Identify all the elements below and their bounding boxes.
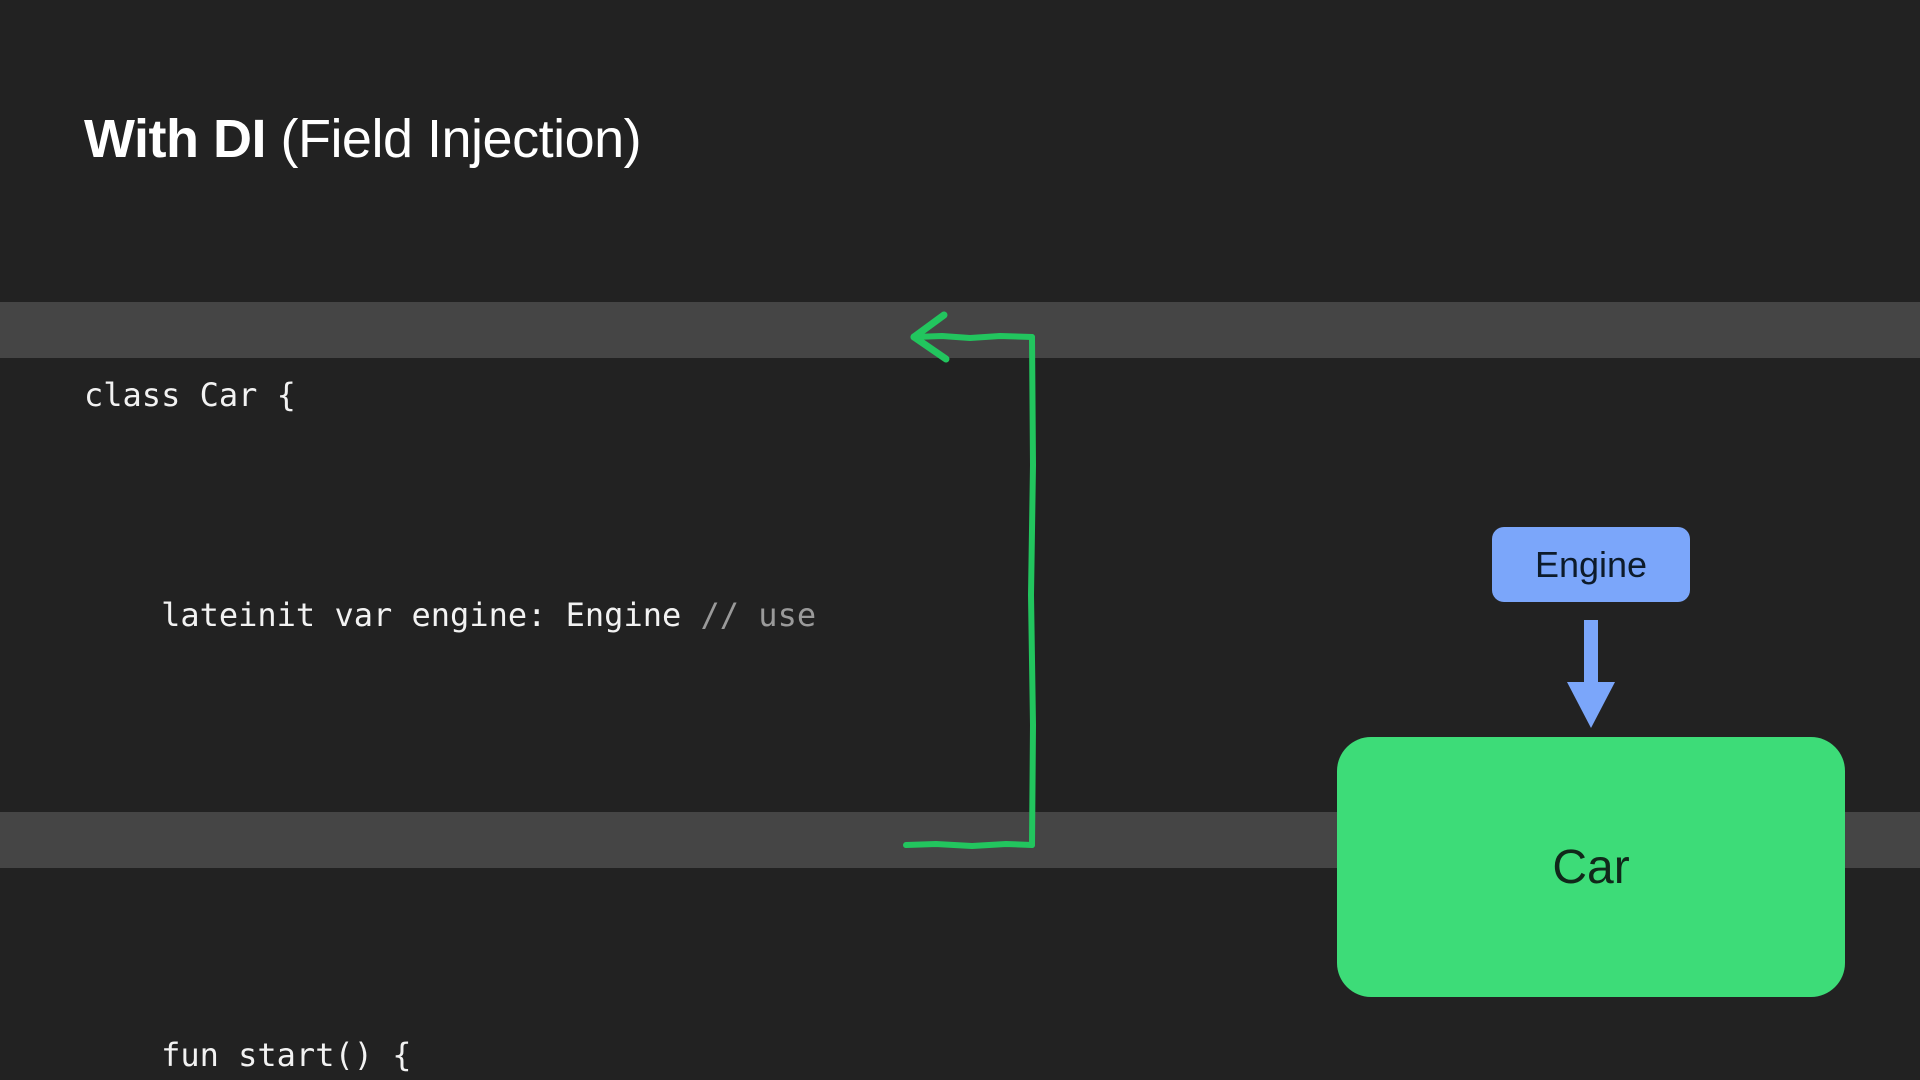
page-title-strong: With DI (84, 109, 266, 169)
code-indent (84, 596, 161, 634)
code-line-text: fun start() { (161, 1036, 412, 1074)
diagram-node-engine[interactable]: Engine (1492, 527, 1690, 602)
code-line-text: lateinit var engine: Engine (161, 596, 701, 634)
code-line: class Car { (84, 368, 816, 423)
diagram-arrow-down-icon (1567, 620, 1615, 728)
annotation-elbow-arrow-icon (903, 311, 1036, 849)
page-title: With DI (Field Injection) (84, 108, 642, 170)
code-line: lateinit var engine: Engine // use (84, 588, 816, 643)
diagram-node-car-label: Car (1552, 840, 1630, 894)
diagram-node-car[interactable]: Car (1337, 737, 1845, 997)
code-comment: // use (700, 596, 817, 634)
page-title-light: (Field Injection) (265, 109, 642, 169)
code-line: fun start() { (84, 1028, 816, 1080)
code-line-text: class Car { (84, 376, 296, 414)
code-block: class Car { lateinit var engine: Engine … (84, 258, 816, 1080)
code-line-blank (84, 808, 816, 863)
code-highlight-band-field-declaration (0, 302, 1920, 358)
code-indent (84, 1036, 161, 1074)
diagram-node-engine-label: Engine (1534, 543, 1648, 585)
